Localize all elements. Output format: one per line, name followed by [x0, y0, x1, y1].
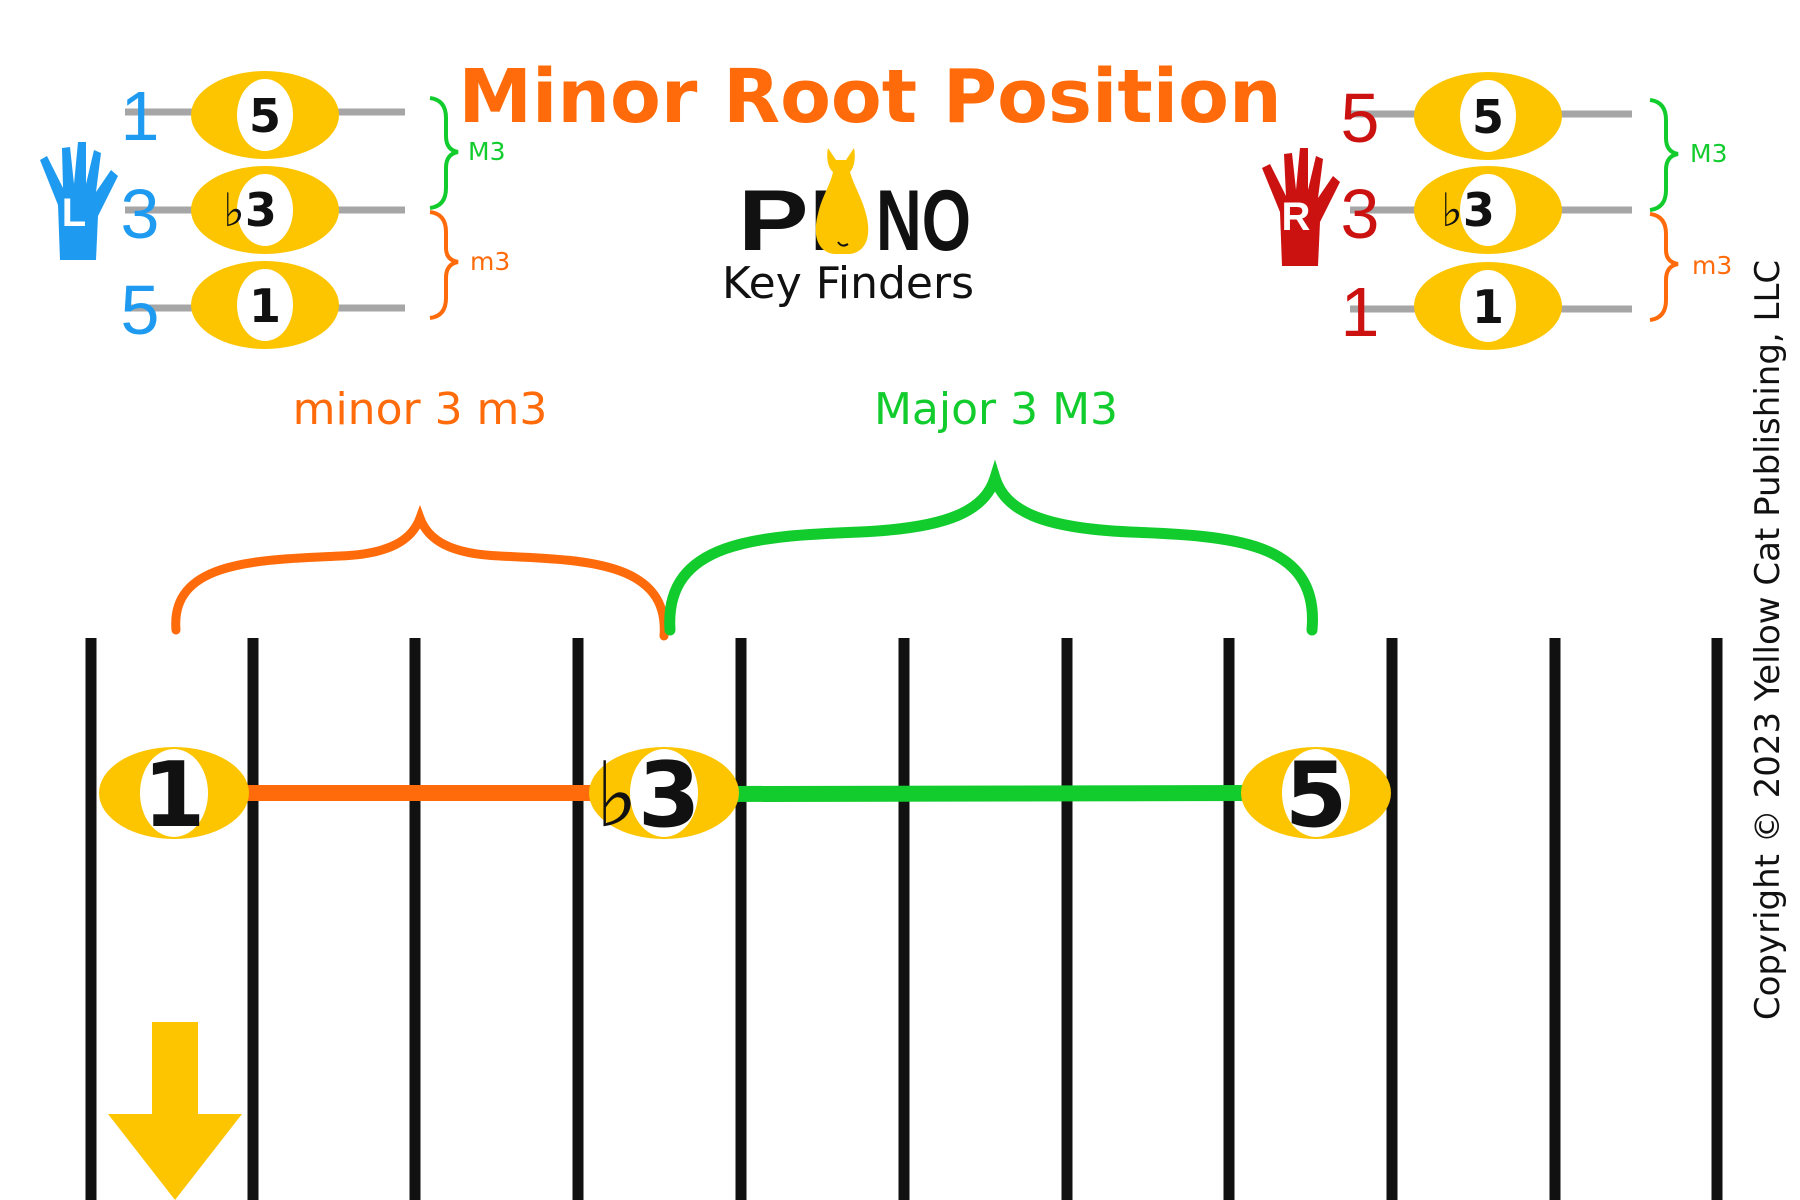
page-title: Minor Root Position	[458, 54, 1281, 140]
fifth-note: 5	[1241, 743, 1391, 848]
down-arrow-icon	[108, 1022, 242, 1200]
third-note: ♭3	[589, 743, 739, 848]
logo-subtitle: Key Finders	[722, 258, 974, 309]
right-note-top-label: 5	[1472, 90, 1504, 144]
left-hand-label: L	[62, 191, 86, 235]
right-note-bottom: 1	[1414, 262, 1562, 350]
left-note-top: 5	[191, 71, 339, 159]
logo-piano-right: NO	[876, 173, 971, 269]
major-third-bar	[729, 785, 1251, 802]
left-note-middle: ♭3	[191, 166, 339, 254]
root-note-label: 1	[143, 743, 206, 848]
left-note-bottom: 1	[191, 261, 339, 349]
left-staff: L 1 3 5 5 ♭3 1 M3 m3	[40, 71, 510, 349]
right-note-bottom-label: 1	[1472, 280, 1504, 334]
right-note-middle: ♭3	[1414, 166, 1562, 254]
right-hand-label: R	[1282, 195, 1311, 239]
right-lower-interval: m3	[1692, 251, 1732, 280]
right-finger-3: 1	[1341, 273, 1380, 351]
left-note-bottom-label: 1	[249, 279, 281, 333]
left-upper-interval: M3	[468, 137, 505, 166]
third-note-label: ♭3	[595, 743, 700, 848]
left-upper-brace	[429, 96, 459, 210]
right-note-top: 5	[1414, 72, 1562, 160]
right-note-middle-label: ♭3	[1441, 183, 1495, 237]
left-hand-icon: L	[40, 142, 118, 260]
right-upper-brace	[1649, 98, 1679, 212]
minor-third-brace	[171, 504, 669, 641]
left-finger-1: 1	[121, 77, 160, 155]
minor-third-label: minor 3 m3	[293, 384, 548, 435]
left-finger-3: 5	[121, 271, 160, 349]
piano-key-finders-logo: PI NO Key Finders	[722, 148, 974, 309]
right-hand-icon: R	[1262, 148, 1340, 266]
cat-logo-icon	[815, 148, 869, 254]
left-note-middle-label: ♭3	[223, 183, 277, 237]
left-note-top-label: 5	[249, 89, 281, 143]
right-lower-brace	[1649, 212, 1679, 322]
right-upper-interval: M3	[1690, 139, 1727, 168]
left-lower-interval: m3	[470, 247, 510, 276]
major-third-brace	[664, 459, 1318, 636]
major-third-label: Major 3 M3	[874, 384, 1118, 435]
right-finger-2: 3	[1341, 175, 1380, 253]
fifth-note-label: 5	[1285, 743, 1348, 848]
right-staff: R 5 3 1 5 ♭3 1 M3 m3	[1262, 72, 1732, 351]
copyright-text: Copyright © 2023 Yellow Cat Publishing, …	[1748, 259, 1788, 1021]
keyboard-key-lines	[85, 638, 1723, 1200]
left-lower-brace	[429, 210, 459, 320]
left-finger-2: 3	[121, 175, 160, 253]
right-finger-1: 5	[1341, 79, 1380, 157]
root-note: 1	[99, 743, 249, 848]
